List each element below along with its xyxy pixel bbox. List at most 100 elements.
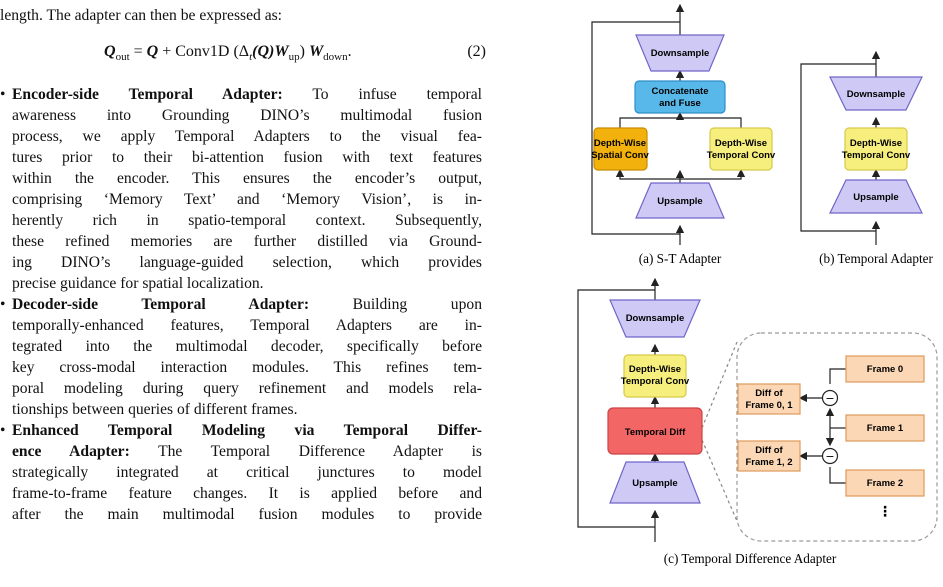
spatial-conv-label-2: Spatial Conv: [591, 150, 649, 161]
td-temporal-block: Depth-Wise Temporal Conv: [621, 354, 690, 398]
equation-2: Qout = Q + Conv1D (Δt(Q)Wup) Wdown. (2): [0, 40, 492, 66]
bullet-symbol: •: [0, 86, 6, 103]
frame-2-label: Frame 2: [867, 478, 903, 489]
bullet-2-line-4: poral modeling during query refinement a…: [12, 380, 482, 397]
td-adapter-diagram: [577, 277, 938, 542]
arrow: [680, 168, 746, 180]
upsample-label: Upsample: [853, 192, 898, 203]
caption-st-adapter: (a) S-T Adapter: [639, 251, 722, 266]
frame-0-label: Frame 0: [867, 364, 903, 375]
bullet-2-title: Decoder-side Temporal Adapter:: [12, 296, 310, 313]
frame-1-label: Frame 1: [867, 423, 904, 434]
upsample-trapezoid: [635, 182, 725, 219]
connector: [829, 368, 846, 384]
downsample-trapezoid: [609, 299, 701, 338]
adapter-figure: Downsample Concatenate and Fuse Depth-Wi…: [560, 0, 943, 582]
caption-temporal-adapter: (b) Temporal Adapter: [819, 251, 933, 266]
upsample-trapezoid: [829, 179, 923, 214]
bullet-1-line-3: tures prior to their bi-attention fusion…: [12, 149, 482, 166]
minus-circle: [821, 389, 839, 407]
zoom-line: [701, 341, 738, 429]
st-temporal-block: Depth-Wise Temporal Conv: [707, 127, 776, 171]
temporal-conv-box: [844, 127, 908, 171]
temporal-adapter-diagram: [800, 50, 881, 245]
diff-1-2-label-2: Frame 1, 2: [746, 457, 793, 468]
ta-downsample-block: Downsample: [829, 76, 923, 111]
st-upsample-block: Upsample: [635, 182, 725, 219]
bullet-1-line-0: Encoder-side Temporal Adapter: To infuse…: [12, 86, 483, 103]
detail-panel: [736, 332, 938, 542]
ta-upsample-block: Upsample: [829, 179, 923, 214]
diff-1-2-label-1: Diff of: [755, 445, 783, 456]
frame-box: [845, 469, 925, 497]
caption-td-adapter: (c) Temporal Difference Adapter: [664, 551, 837, 566]
bullet-1-title: Encoder-side Temporal Adapter:: [12, 86, 283, 103]
bullet-3-line-0: ence Adapter: The Temporal Difference Ad…: [12, 443, 482, 460]
downsample-label: Downsample: [651, 48, 710, 59]
bullet-1-line-7: these refined memories are further disti…: [12, 233, 482, 250]
diff-box: [737, 440, 801, 472]
td-diff-block: Temporal Diff: [607, 407, 703, 455]
minus-icon: −: [825, 392, 834, 405]
diff-0-1-block: Diff of Frame 0, 1: [737, 383, 801, 415]
frame-box: [845, 355, 925, 383]
st-spatial-block: Depth-Wise Spatial Conv: [591, 127, 649, 171]
concat-label-2: and Fuse: [659, 98, 701, 109]
temporal-conv-label-2: Temporal Conv: [842, 150, 911, 161]
temporal-conv-label-2: Temporal Conv: [621, 376, 690, 387]
frame-0-block: Frame 0: [845, 355, 925, 383]
equation-body: Qout = Q + Conv1D (Δt(Q)Wup) Wdown.: [104, 43, 352, 64]
frame-2-block: Frame 2: [845, 469, 925, 497]
skip-connection: [577, 289, 655, 528]
connector: [680, 117, 742, 128]
temporal-conv-label-1: Depth-Wise: [629, 364, 681, 375]
equation-number: (2): [467, 43, 486, 60]
minus-operator-1: −: [821, 389, 839, 407]
upsample-trapezoid: [609, 461, 701, 504]
intro-sentence: length. The adapter can then be expresse…: [0, 7, 283, 24]
ta-temporal-block: Depth-Wise Temporal Conv: [842, 127, 911, 171]
temporal-conv-box: [623, 354, 687, 398]
td-upsample-block: Upsample: [609, 461, 701, 504]
temporal-conv-label-1: Depth-Wise: [715, 138, 767, 149]
skip-connection: [591, 21, 680, 235]
temporal-conv-label-1: Depth-Wise: [850, 138, 902, 149]
downsample-label: Downsample: [847, 89, 906, 100]
bullet-1-line-8: ing DINO’s language-guided selection, wh…: [12, 254, 482, 271]
bullet-3-line-1: strategically integrated at critical jun…: [12, 464, 482, 481]
upsample-label: Upsample: [657, 196, 702, 207]
bullet-1-line-5: comprising ‘Memory Text’ and ‘Memory Vis…: [12, 191, 482, 208]
st-concat-block: Concatenate and Fuse: [634, 80, 726, 114]
st-downsample-block: Downsample: [635, 34, 725, 72]
bullet-1-line-9: precise guidance for spatial localizatio…: [12, 275, 264, 292]
concat-box: [634, 80, 726, 114]
bullet-1-line-4: within the encoder. This ensures the enc…: [12, 170, 482, 187]
diff-box: [737, 383, 801, 415]
ellipsis-icon: ⋮: [878, 504, 892, 520]
adapter-diagram: Downsample Concatenate and Fuse Depth-Wi…: [577, 3, 938, 566]
bullet-1-line-6: herently rich in spatio-temporal context…: [12, 212, 482, 229]
td-downsample-block: Downsample: [609, 299, 701, 338]
arrow: [615, 168, 680, 180]
skip-connection: [800, 63, 876, 232]
downsample-label: Downsample: [626, 313, 685, 324]
bullet-2-line-2: tegrated into the multimodal decoder, sp…: [12, 338, 482, 355]
arrow: [619, 111, 685, 128]
spatial-conv-box: [593, 127, 648, 171]
bullet-1-line-2: process, we apply Temporal Adapters to t…: [12, 128, 482, 145]
temporal-conv-label-2: Temporal Conv: [707, 150, 776, 161]
st-adapter-diagram: [591, 3, 746, 245]
concat-label-1: Concatenate: [651, 86, 708, 97]
minus-operator-2: −: [821, 447, 839, 465]
bullet-3-title-cont: ence Adapter:: [12, 443, 130, 460]
minus-circle: [821, 447, 839, 465]
bullet-1-line-1: awareness into Grounding DINO’s multimod…: [12, 107, 482, 124]
bullet-3-title: Enhanced Temporal Modeling via Temporal …: [12, 422, 482, 439]
frame-1-block: Frame 1: [845, 414, 925, 442]
bullet-2-line-0: Decoder-side Temporal Adapter: Building …: [12, 296, 482, 313]
frame-box: [845, 414, 925, 442]
zoom-line: [701, 439, 738, 522]
bullet-3-line-2: frame-to-frame feature changes. It is ap…: [12, 485, 482, 502]
downsample-trapezoid: [635, 34, 725, 72]
downsample-trapezoid: [829, 76, 923, 111]
